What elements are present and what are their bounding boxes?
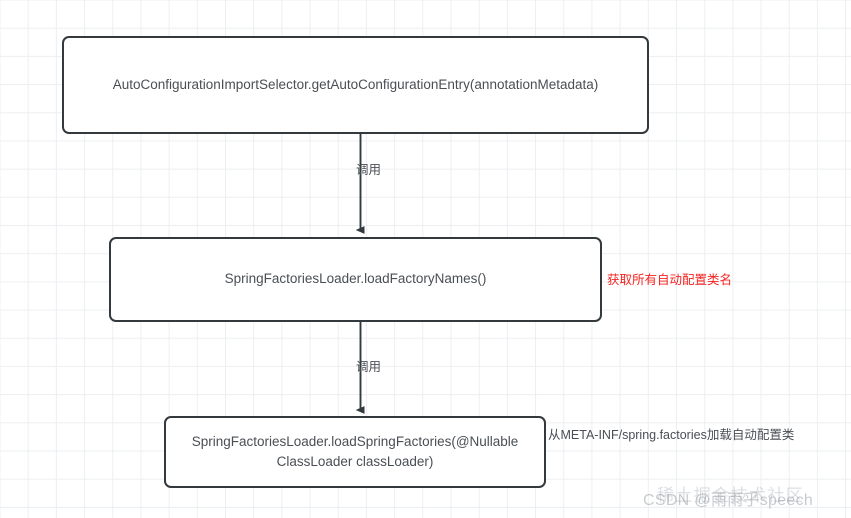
node-label: SpringFactoriesLoader.loadFactoryNames() <box>224 271 487 287</box>
annotation-get-all-auto-config-class-names: 获取所有自动配置类名 <box>607 273 733 287</box>
process-node-load-spring-factories[interactable]: SpringFactoriesLoader.loadSpringFactorie… <box>164 416 546 488</box>
node-label: SpringFactoriesLoader.loadSpringFactorie… <box>191 433 519 469</box>
node-label: AutoConfigurationImportSelector.getAutoC… <box>112 76 599 92</box>
process-node-load-factory-names[interactable]: SpringFactoriesLoader.loadFactoryNames() <box>109 237 602 322</box>
watermark-juejin: 稀土掘金技术社区 <box>657 486 805 505</box>
watermark-csdn: CSDN @雨雨乎speech <box>643 492 814 509</box>
edge-label-invoke-1: 调用 <box>356 163 382 177</box>
process-node-auto-configuration-import-selector[interactable]: AutoConfigurationImportSelector.getAutoC… <box>62 36 649 134</box>
annotation-load-from-meta-inf-spring-factories: 从META-INF/spring.factories加载自动配置类 <box>548 428 795 442</box>
edge-label-invoke-2: 调用 <box>356 360 382 374</box>
